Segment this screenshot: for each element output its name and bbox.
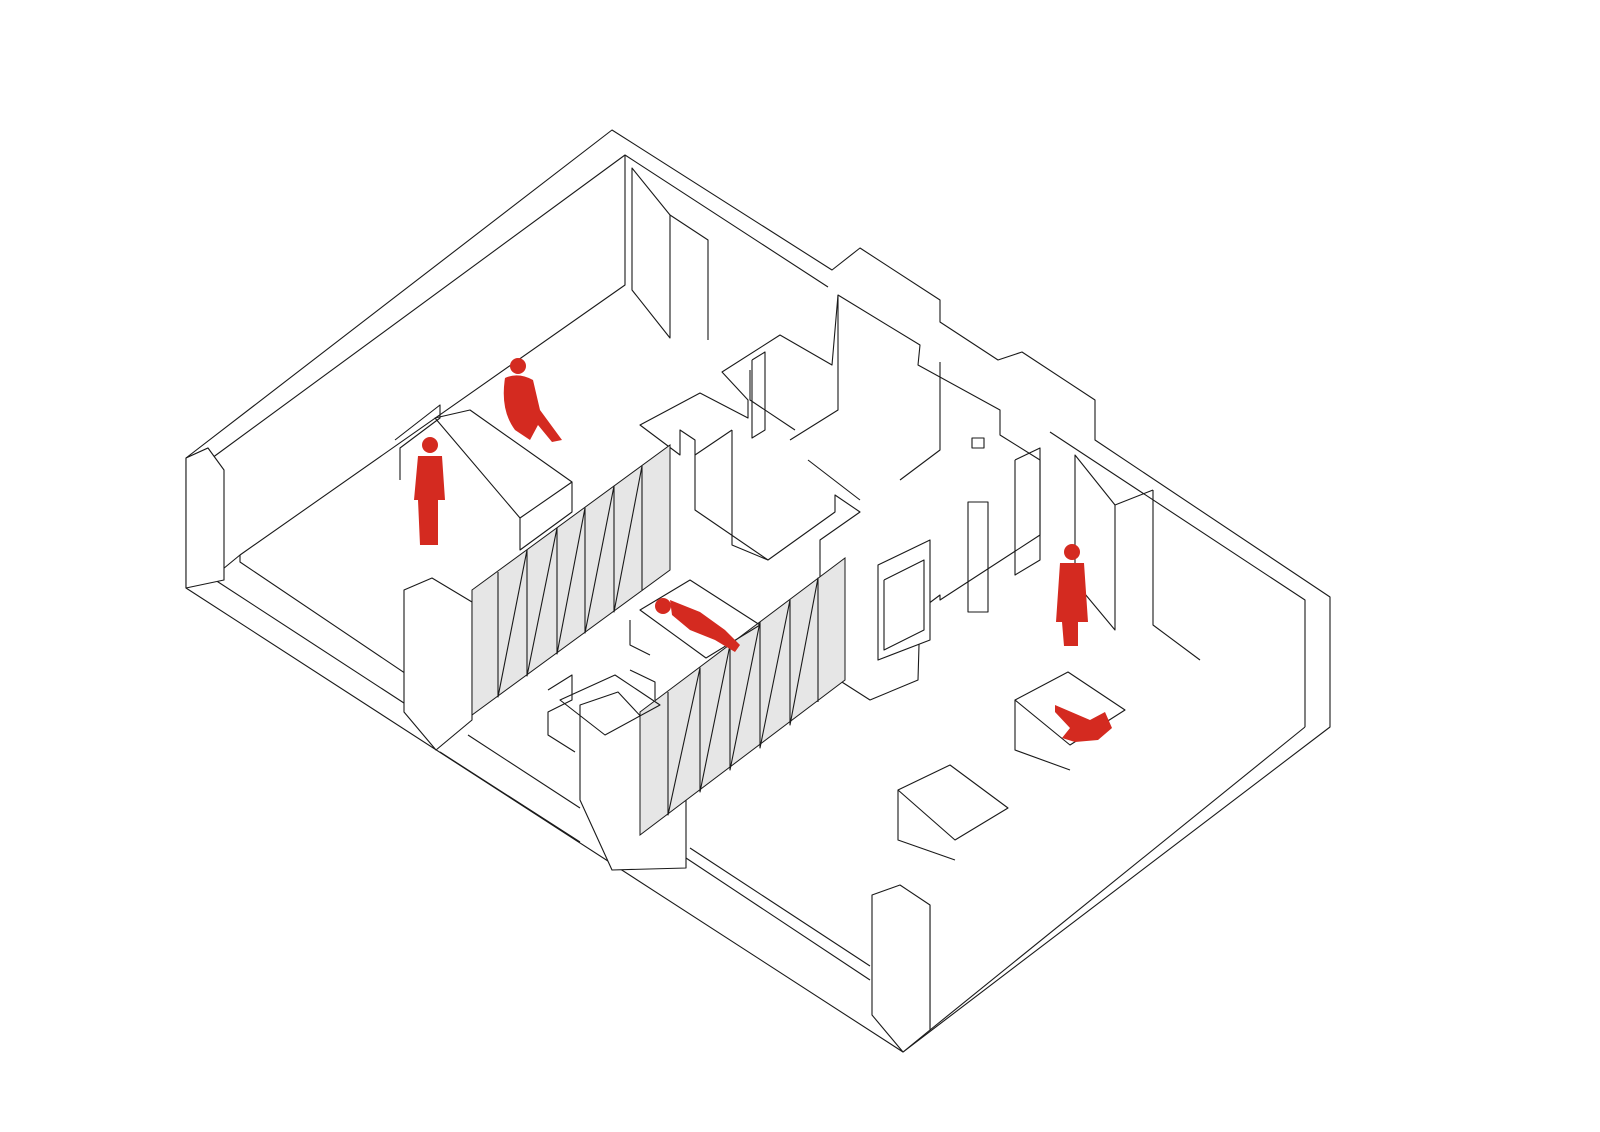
people-figures xyxy=(414,358,1112,742)
central-core xyxy=(639,294,1041,701)
standing-person-figure xyxy=(414,437,445,545)
lying-person-figure xyxy=(655,598,740,652)
outer-walls xyxy=(185,129,1331,1053)
furniture xyxy=(394,404,1126,861)
standing-person-right-figure xyxy=(1056,544,1088,646)
seated-person-figure xyxy=(503,358,562,442)
sliding-glass-partitions xyxy=(471,444,846,837)
wall-piers xyxy=(185,447,931,1053)
reclining-person-figure xyxy=(1055,705,1112,742)
